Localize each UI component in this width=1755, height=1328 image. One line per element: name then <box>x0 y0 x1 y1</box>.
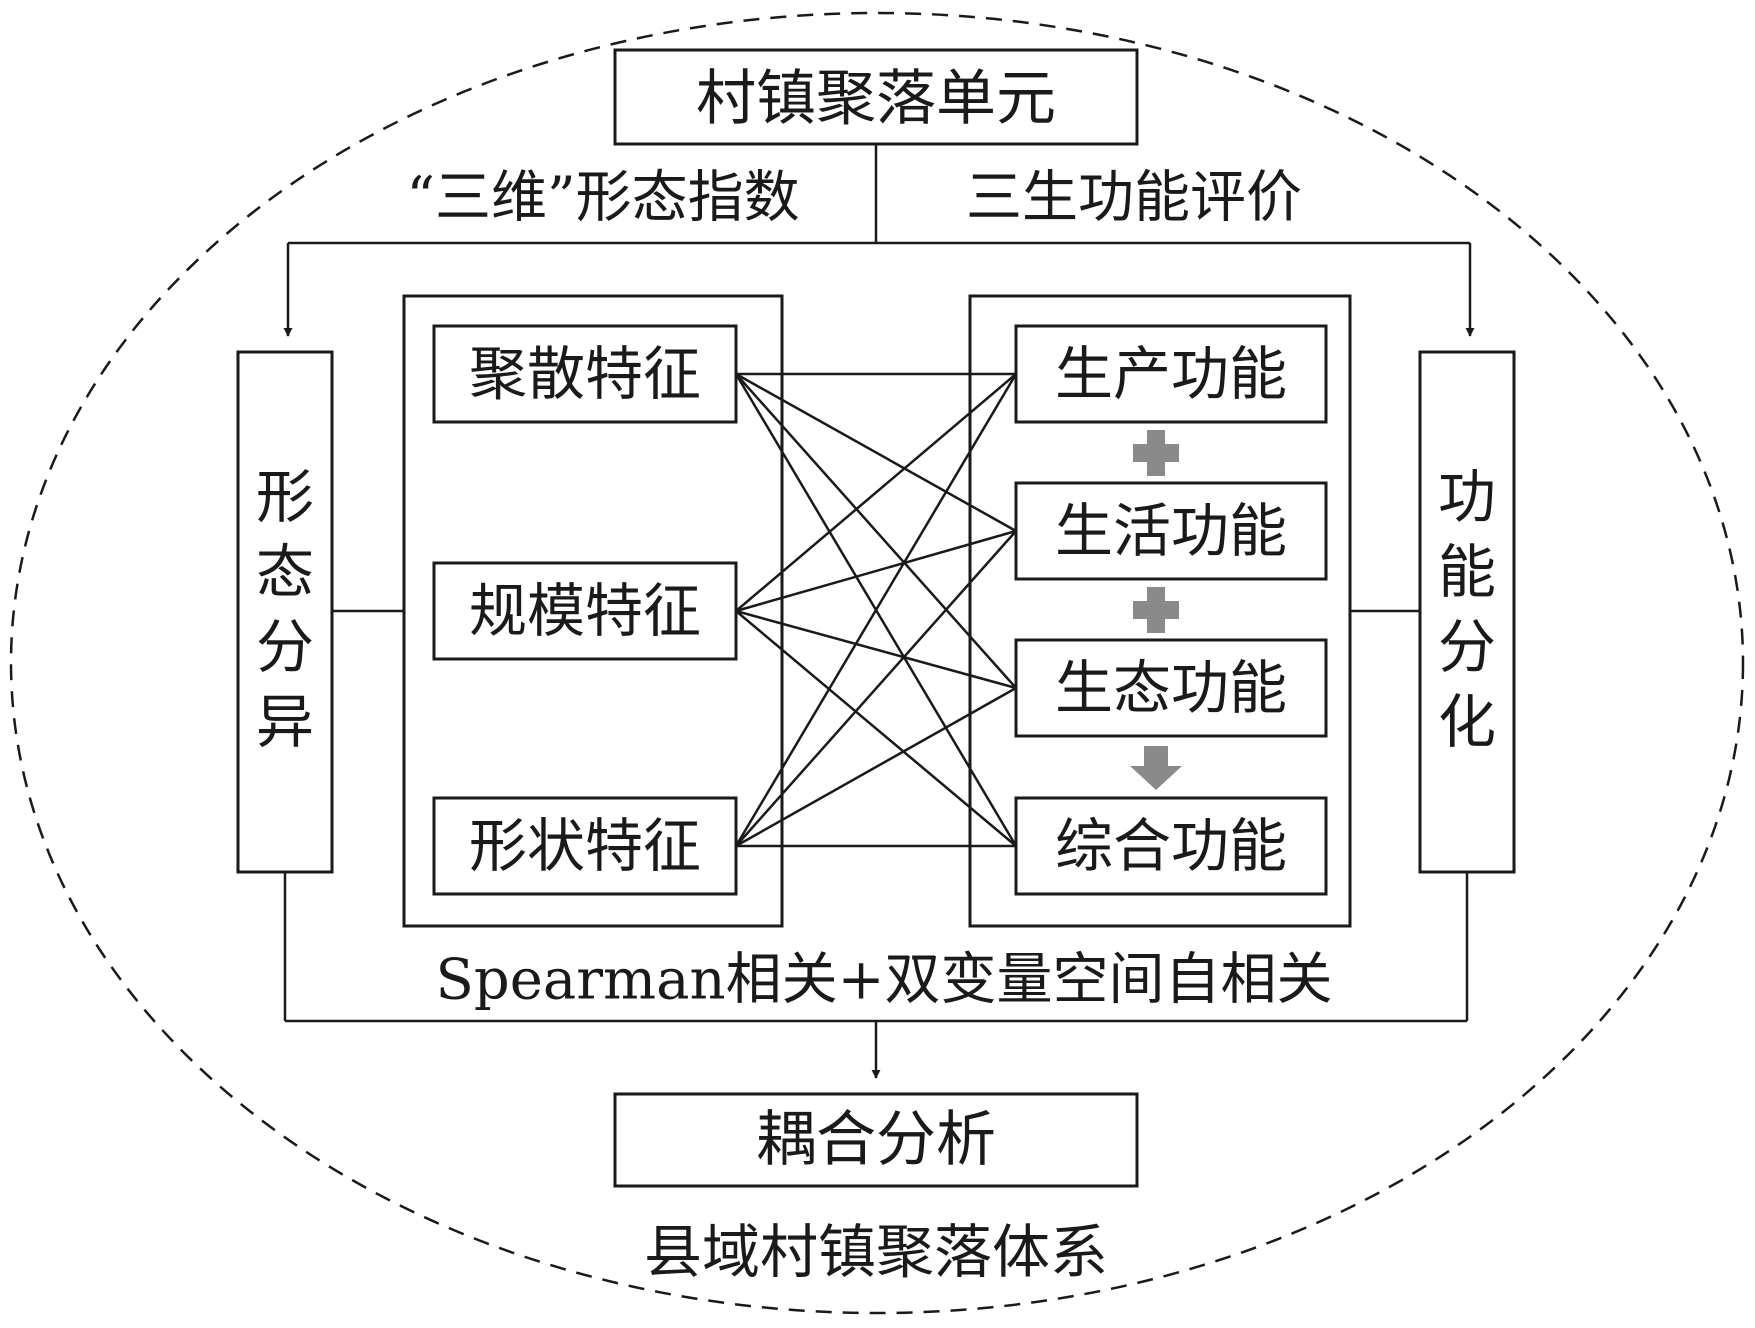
function-label: 综合功能 <box>1055 812 1287 880</box>
function-label: 生活功能 <box>1055 497 1287 565</box>
function-box-comprehensive: 综合功能 <box>1014 796 1328 896</box>
correlation-lines <box>734 372 1018 848</box>
feature-box-aggregation: 聚散特征 <box>432 324 738 424</box>
function-box-ecological: 生态功能 <box>1014 638 1328 738</box>
feature-box-scale: 规模特征 <box>432 561 738 661</box>
feature-label: 形状特征 <box>469 812 701 880</box>
function-label: 生产功能 <box>1055 340 1287 408</box>
coupling-analysis-label: 耦合分析 <box>756 1105 996 1175</box>
form-differentiation-box: 形 态 分 异 <box>236 350 334 874</box>
coupling-analysis-box: 耦合分析 <box>613 1092 1139 1188</box>
function-box-production: 生产功能 <box>1014 324 1328 424</box>
form-differentiation-char: 形 <box>256 463 314 531</box>
function-differentiation-box: 功 能 分 化 <box>1418 350 1516 874</box>
feature-box-shape: 形状特征 <box>432 796 738 896</box>
plus-icon <box>1133 587 1179 633</box>
method-label: Spearman相关+双变量空间自相关 <box>436 948 1333 1013</box>
function-label: 生态功能 <box>1055 654 1287 722</box>
top-connector <box>283 144 1475 337</box>
feature-label: 规模特征 <box>469 577 701 645</box>
settlement-unit-box: 村镇聚落单元 <box>613 48 1139 146</box>
right-branch-label: 三生功能评价 <box>966 166 1302 231</box>
down-arrow-icon <box>1130 746 1182 790</box>
form-differentiation-char: 态 <box>256 538 314 606</box>
system-label: 县域村镇聚落体系 <box>644 1218 1108 1286</box>
plus-icon <box>1133 430 1179 476</box>
form-differentiation-char: 分 <box>256 613 314 681</box>
function-differentiation-char: 分 <box>1438 613 1496 681</box>
function-box-living: 生活功能 <box>1014 481 1328 581</box>
left-branch-label: “三维”形态指数 <box>406 166 799 231</box>
bottom-connector <box>283 872 1469 1079</box>
function-differentiation-char: 化 <box>1438 688 1496 756</box>
system-boundary-ellipse <box>9 11 1745 1315</box>
form-differentiation-char: 异 <box>256 688 314 756</box>
function-differentiation-char: 功 <box>1438 463 1496 531</box>
feature-label: 聚散特征 <box>469 340 701 408</box>
settlement-unit-label: 村镇聚落单元 <box>696 64 1056 134</box>
function-differentiation-char: 能 <box>1438 538 1496 606</box>
